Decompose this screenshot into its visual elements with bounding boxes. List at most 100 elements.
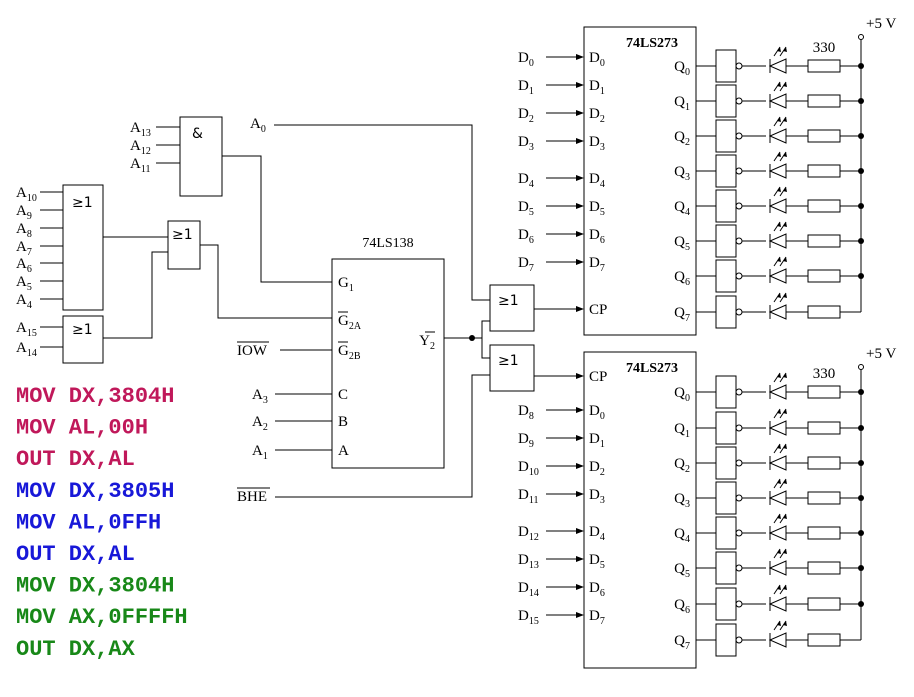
latch2-resistor [807, 633, 841, 647]
latch1-inverter-bubble [735, 308, 743, 316]
latch2-inverter-bubble [735, 424, 743, 432]
decoder-pin-g2a: G2A [338, 313, 362, 332]
y2-to-or4-wire [472, 320, 490, 339]
latch2-led-ray-tip [783, 444, 787, 449]
latch2-inverter [715, 375, 737, 409]
code-line: OUT DX,AL [16, 447, 135, 472]
latch2-resistor [807, 526, 841, 540]
latch2-data-label-d15: D15 [518, 608, 539, 627]
latch2-led-ray-tip [777, 621, 781, 626]
cp1-arrow [576, 306, 584, 312]
latch1-data-label-d6: D6 [518, 227, 534, 246]
latch2-vcc-terminal [858, 364, 864, 370]
latch1-pin-q2: Q2 [674, 129, 690, 148]
latch1-cp-label: CP [589, 302, 607, 318]
and-gate [179, 116, 223, 197]
latch2-led-icon [768, 455, 787, 471]
a3-label: A3 [252, 387, 268, 406]
latch2-inverter-bubble [735, 600, 743, 608]
latch2-data-label-d11: D11 [518, 487, 538, 506]
latch1-data-arrow [576, 82, 584, 88]
or1-input-label-a7: A7 [16, 239, 32, 258]
latch1-inverter [715, 84, 737, 118]
code-line: MOV DX,3805H [16, 479, 174, 504]
latch2-resistor [807, 385, 841, 399]
decoder-74ls138 [331, 258, 445, 469]
latch2-led-ray-tip [777, 409, 781, 414]
or1-input-label-a10: A10 [16, 185, 37, 204]
latch2-led-ray-tip [777, 444, 781, 449]
latch2-data-label-d12: D12 [518, 524, 539, 543]
latch1-data-label-d7: D7 [518, 255, 534, 274]
code-line: MOV AL,0FFH [16, 510, 161, 535]
latch1-led-ray-tip [783, 152, 787, 157]
latch2-cp-label: CP [589, 369, 607, 385]
latch2-pin-d2: D2 [589, 459, 605, 478]
or1-input-label-a4: A4 [16, 292, 32, 311]
latch2-led-ray-tip [777, 549, 781, 554]
latch2-pin-q7: Q7 [674, 633, 690, 652]
latch1-inverter [715, 224, 737, 258]
or-gate-5 [489, 344, 535, 392]
latch1-inverter-bubble [735, 272, 743, 280]
latch1-inverter [715, 49, 737, 83]
latch1-data-label-d3: D3 [518, 134, 534, 153]
latch2-led-ray-tip [783, 373, 787, 378]
latch1-inverter-bubble [735, 237, 743, 245]
latch1-pin-d7: D7 [589, 255, 605, 274]
latch1-inverter [715, 119, 737, 153]
latch2-data-arrow [576, 556, 584, 562]
latch1-data-label-d5: D5 [518, 199, 534, 218]
dynamic-parts: &A13A12A11≥1A10A9A8A7A6A5A4≥1A15A14≥174L… [16, 16, 896, 669]
latch2-pin-q3: Q3 [674, 491, 690, 510]
latch2-led-ray-tip [783, 479, 787, 484]
latch1-pin-q3: Q3 [674, 164, 690, 183]
decoder-title: 74LS138 [362, 236, 413, 251]
latch1-pin-q1: Q1 [674, 94, 690, 113]
latch2-inverter [715, 623, 737, 657]
latch2-data-arrow [576, 612, 584, 618]
latch2-led-icon [768, 560, 787, 576]
latch1-pin-q7: Q7 [674, 305, 690, 324]
a1-label: A1 [252, 443, 268, 462]
latch2-inverter-bubble [735, 494, 743, 502]
latch1-data-arrow [576, 110, 584, 116]
latch1-supply-label: +5 V [866, 16, 896, 32]
latch2-pin-q5: Q5 [674, 561, 690, 580]
latch1-inverter [715, 259, 737, 293]
latch2-led-icon [768, 596, 787, 612]
latch1-pin-q0: Q0 [674, 59, 690, 78]
latch2-inverter [715, 446, 737, 480]
latch2-resistor [807, 421, 841, 435]
latch2-resistor [807, 597, 841, 611]
latch1-inverter-bubble [735, 97, 743, 105]
latch2-led-ray-tip [783, 585, 787, 590]
latch1-data-label-d1: D1 [518, 78, 534, 97]
latch1-vcc-terminal [858, 34, 864, 40]
latch2-resistor [807, 456, 841, 470]
latch1-data-arrow [576, 203, 584, 209]
latch1-led-ray-tip [777, 257, 781, 262]
latch1-pin-q5: Q5 [674, 234, 690, 253]
latch1-inverter-bubble [735, 167, 743, 175]
latch1-led-ray-tip [777, 152, 781, 157]
latch1-led-ray-tip [777, 117, 781, 122]
latch2-title: 74LS273 [626, 361, 678, 376]
latch1-led-ray-tip [777, 187, 781, 192]
latch2-data-label-d10: D10 [518, 459, 539, 478]
code-line: MOV AL,00H [16, 416, 148, 441]
or-gate-3-symbol: ≥1 [72, 322, 93, 338]
iow-label: IOW [237, 343, 268, 359]
latch2-led-ray-tip [783, 514, 787, 519]
latch1-data-arrow [576, 259, 584, 265]
latch1-led-icon [768, 304, 787, 320]
latch2-74ls273 [583, 351, 697, 669]
latch1-data-arrow [576, 231, 584, 237]
latch2-supply-label: +5 V [866, 346, 896, 362]
or3-output-wire [103, 251, 168, 339]
latch1-pin-d5: D5 [589, 199, 605, 218]
latch2-pin-d1: D1 [589, 431, 605, 450]
latch2-inverter [715, 551, 737, 585]
latch1-inverter [715, 154, 737, 188]
